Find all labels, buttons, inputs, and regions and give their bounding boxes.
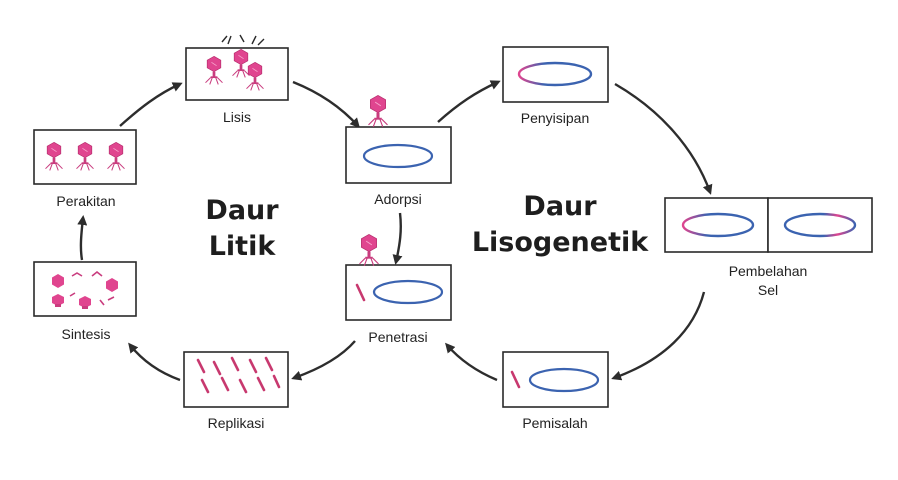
pembelahan-label-line1: Pembelahan — [729, 263, 808, 279]
stage-pembelahan-sel: Pembelahan Sel — [664, 197, 873, 298]
dna-fragment-icon — [196, 356, 281, 394]
pembelahan-label-line2: Sel — [758, 282, 778, 298]
plasmid-ring-icon — [362, 143, 434, 169]
phage-parts-icon — [52, 270, 118, 309]
bacteriophage-icon — [358, 233, 380, 267]
stage-perakitan: Perakitan — [33, 129, 137, 209]
dna-fragment-icon — [510, 370, 521, 389]
arrow-penetrasi-to-replikasi — [291, 340, 356, 381]
pembelahan-box-right — [767, 197, 873, 253]
arrow-lisis-to-adorpsi — [292, 80, 361, 129]
stage-penyisipan: Penyisipan — [502, 46, 609, 126]
lysogenic-cycle-title-line2: Lisogenetik — [472, 227, 649, 258]
penetrasi-label: Penetrasi — [368, 329, 427, 345]
arrow-penyisipan-to-pembelahan — [614, 82, 713, 195]
arrow-adorpsi-to-penetrasi — [392, 212, 403, 265]
lysogenic-cycle-title-line1: Daur — [523, 191, 597, 222]
replikasi-label: Replikasi — [208, 415, 265, 431]
replikasi-box — [183, 351, 289, 408]
plasmid-ring-icon — [783, 212, 857, 238]
stage-replikasi: Replikasi — [183, 351, 289, 431]
lytic-cycle-title-line2: Litik — [209, 231, 277, 262]
arrow-perakitan-to-lisis — [119, 82, 183, 127]
plasmid-ring-icon — [528, 367, 600, 393]
arrow-pemisalah-to-penetrasi — [445, 342, 498, 382]
penyisipan-label: Penyisipan — [521, 110, 590, 126]
adorpsi-box — [345, 126, 452, 184]
arrow-replikasi-to-sintesis — [128, 342, 181, 382]
stage-penetrasi: Penetrasi — [345, 233, 452, 345]
pemisalah-box — [502, 351, 609, 408]
stage-lisis: Lisis — [185, 34, 289, 125]
stage-sintesis: Sintesis — [33, 261, 137, 342]
arrow-pembelahan-to-pemisalah — [611, 291, 706, 381]
lytic-cycle-title-line1: Daur — [205, 195, 279, 226]
dna-fragment-icon — [355, 283, 366, 302]
stage-pemisalah: Pemisalah — [502, 351, 609, 431]
bacteriophage-icon — [367, 94, 389, 128]
penetrasi-box — [345, 264, 452, 321]
stage-adorpsi: Adorpsi — [345, 94, 452, 207]
lisis-label: Lisis — [223, 109, 251, 125]
bacteriophage-icon — [204, 34, 265, 91]
plasmid-ring-icon — [681, 212, 755, 238]
adorpsi-label: Adorpsi — [374, 191, 421, 207]
pemisalah-label: Pemisalah — [522, 415, 587, 431]
arrow-adorpsi-to-penyisipan — [437, 80, 501, 123]
perakitan-label: Perakitan — [56, 193, 115, 209]
plasmid-ring-icon — [372, 279, 444, 305]
plasmid-ring-icon — [517, 61, 593, 87]
sintesis-label: Sintesis — [61, 326, 110, 342]
arrow-sintesis-to-perakitan — [77, 215, 88, 261]
